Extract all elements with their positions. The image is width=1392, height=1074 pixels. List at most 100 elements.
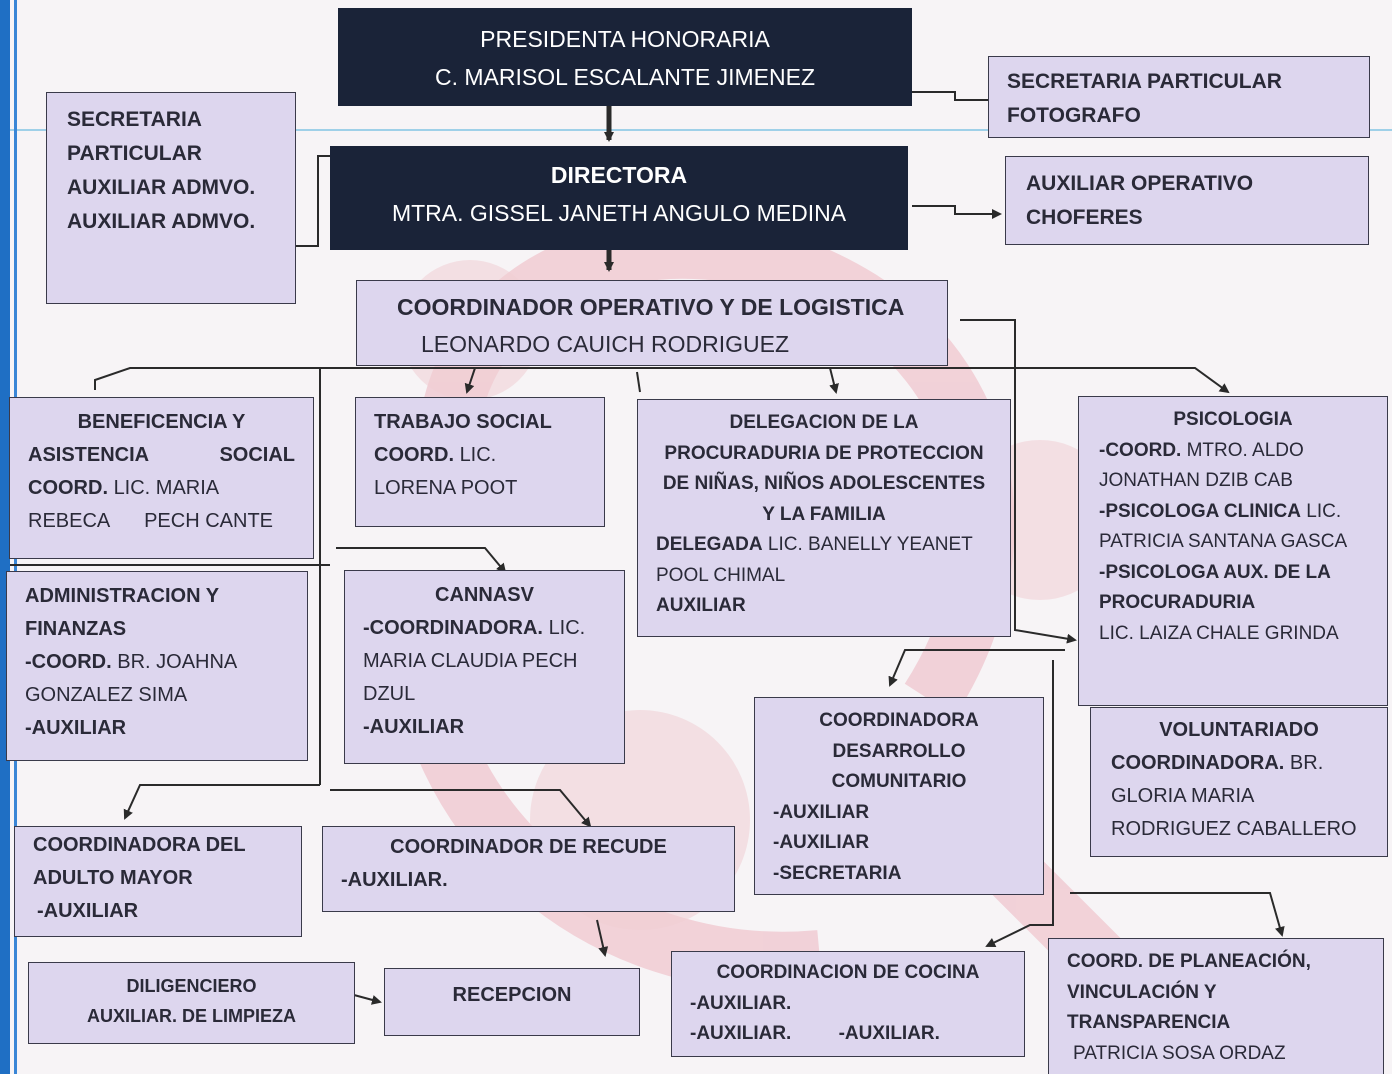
recude-box: COORDINADOR DE RECUDE -AUXILIAR.	[322, 826, 735, 912]
delegacion-procuraduria-box: DELEGACION DE LA PROCURADURIA DE PROTECC…	[637, 399, 1011, 637]
directora-title: DIRECTORA	[550, 162, 688, 188]
coord-label: -COORD.	[1099, 439, 1182, 461]
directora-box: DIRECTORA MTRA. GISSEL JANETH ANGULO MED…	[330, 146, 908, 250]
auxiliar-operativo-box: AUXILIAR OPERATIVO CHOFERES	[1005, 156, 1369, 245]
secretaria-label: SECRETARIA	[67, 108, 202, 131]
cocina-auxiliar-3: -AUXILIAR.	[838, 1023, 940, 1044]
voluntariado-name-2: RODRIGUEZ CABALLERO	[1111, 818, 1357, 840]
administracion-coord: -COORD. BR. JOAHNA	[25, 646, 289, 679]
adulto-mayor-title-1: COORDINADORA DEL	[33, 834, 246, 856]
desarrollo-secretaria: -SECRETARIA	[773, 862, 902, 884]
desarrollo-title-1: COORDINADORA	[819, 710, 979, 731]
planeacion-box: COORD. DE PLANEACIÓN, VINCULACIÓN Y TRAN…	[1048, 938, 1384, 1074]
adulto-mayor-box: COORDINADORA DEL ADULTO MAYOR -AUXILIAR	[14, 826, 302, 937]
particular-label: PARTICULAR	[67, 142, 202, 165]
cannasv-coord-surname: DZUL	[363, 683, 416, 705]
administracion-coord-name: GONZALEZ SIMA	[25, 684, 188, 706]
voluntariado-title: VOLUNTARIADO	[1159, 719, 1319, 741]
auxiliar-operativo-label: AUXILIAR OPERATIVO	[1026, 172, 1254, 195]
coord-rest: BR. JOAHNA	[117, 651, 238, 673]
directora-name: MTRA. GISSEL JANETH ANGULO MEDINA	[391, 200, 847, 226]
coord-name: LIC. MARIA	[113, 477, 220, 499]
voluntariado-box: VOLUNTARIADO COORDINADORA. BR. GLORIA MA…	[1090, 707, 1388, 857]
clinica-label: -PSICOLOGA CLINICA	[1099, 500, 1301, 522]
trabajo-social-box: TRABAJO SOCIAL COORD. LIC. LORENA POOT	[355, 397, 605, 527]
administracion-title-2: FINANZAS	[25, 618, 127, 640]
cannasv-coord-name: MARIA CLAUDIA PECH	[363, 650, 578, 672]
recude-title: COORDINADOR DE RECUDE	[390, 836, 667, 858]
coordinador-operativo-name: LEONARDO CAUICH RODRIGUEZ	[421, 331, 790, 357]
recude-auxiliar: -AUXILIAR.	[341, 869, 448, 891]
beneficencia-box: BENEFICENCIA Y ASISTENCIA SOCIAL COORD. …	[9, 397, 314, 559]
planeacion-title-2: VINCULACIÓN Y	[1067, 981, 1217, 1003]
cannasv-auxiliar: -AUXILIAR	[363, 716, 465, 738]
delegada-name: LIC. BANELLY YEANET	[767, 534, 973, 555]
auxiliar-admvo-1: AUXILIAR ADMVO.	[67, 176, 256, 199]
social-word: SOCIAL	[219, 444, 295, 466]
presidenta-honoraria-box: PRESIDENTA HONORARIA C. MARISOL ESCALANT…	[338, 8, 912, 106]
beneficencia-subtitle: ASISTENCIA SOCIAL	[28, 439, 295, 472]
secretaria-particular-fotografo-box: SECRETARIA PARTICULAR FOTOGRAFO	[988, 56, 1370, 138]
delegacion-title-4: Y LA FAMILIA	[762, 503, 886, 525]
adulto-mayor-title-2: ADULTO MAYOR	[33, 867, 193, 889]
trabajo-social-name: LORENA POOT	[374, 477, 518, 499]
desarrollo-auxiliar-1: -AUXILIAR	[773, 801, 870, 823]
planeacion-title-3: TRANSPARENCIA	[1067, 1012, 1231, 1033]
presidenta-name: C. MARISOL ESCALANTE JIMENEZ	[435, 64, 815, 90]
desarrollo-title-2: DESARROLLO	[832, 740, 966, 762]
psicologa-clinica: -PSICOLOGA CLINICA LIC.	[1099, 497, 1367, 528]
trabajo-social-title: TRABAJO SOCIAL	[374, 411, 552, 433]
delegacion-auxiliar: AUXILIAR	[656, 595, 746, 616]
delegada-line: DELEGADA LIC. BANELLY YEANET	[656, 530, 992, 561]
planeacion-title-1: COORD. DE PLANEACIÓN,	[1067, 951, 1311, 972]
psicologa-aux-label: -PSICOLOGA AUX. DE LA	[1099, 561, 1331, 583]
psicologia-title: PSICOLOGIA	[1173, 409, 1293, 430]
psicologia-coord-name: JONATHAN DZIB CAB	[1099, 470, 1293, 491]
cocina-auxiliar-2: -AUXILIAR.	[690, 1023, 792, 1044]
cocina-auxiliar-row: -AUXILIAR. -AUXILIAR.	[690, 1019, 1006, 1050]
psicologa-clinica-name: PATRICIA SANTANA GASCA	[1099, 531, 1348, 552]
administracion-title-1: ADMINISTRACION Y	[25, 585, 220, 607]
cannasv-title: CANNASV	[435, 584, 534, 606]
cannasv-coord: -COORDINADORA. LIC.	[363, 612, 606, 645]
coord-label: COORD.	[374, 444, 454, 466]
administracion-finanzas-box: ADMINISTRACION Y FINANZAS -COORD. BR. JO…	[6, 571, 308, 761]
coord-label: -COORDINADORA.	[363, 617, 543, 639]
trabajo-social-coord: COORD. LIC.	[374, 439, 586, 472]
beneficencia-coord: COORD. LIC. MARIA	[28, 472, 295, 505]
coord-label: COORDINADORA.	[1111, 752, 1285, 774]
coordinador-operativo-box: COORDINADOR OPERATIVO Y DE LOGISTICA LEO…	[356, 280, 948, 366]
recepcion-box: RECEPCION	[384, 968, 640, 1036]
auxiliar-admvo-2: AUXILIAR ADMVO.	[67, 210, 256, 233]
auxiliar-limpieza: AUXILIAR. DE LIMPIEZA	[86, 1006, 296, 1026]
choferes-label: CHOFERES	[1026, 206, 1143, 229]
coord-rest: BR.	[1289, 752, 1324, 774]
cocina-auxiliar-1: -AUXILIAR.	[690, 992, 792, 1014]
delegacion-title-2: PROCURADURIA DE PROTECCION	[664, 442, 984, 464]
left-border-bar	[0, 0, 10, 1074]
coord-rest: LIC.	[548, 617, 586, 639]
diligenciero-title: DILIGENCIERO	[126, 976, 257, 996]
administracion-auxiliar: -AUXILIAR	[25, 717, 127, 739]
delegacion-title-1: DELEGACION DE LA	[729, 412, 919, 433]
voluntariado-name-1: GLORIA MARIA	[1111, 785, 1255, 807]
diligenciero-box: DILIGENCIERO AUXILIAR. DE LIMPIEZA	[28, 962, 355, 1044]
delegada-surname: POOL CHIMAL	[656, 564, 786, 586]
psicologia-coord: -COORD. MTRO. ALDO	[1099, 436, 1367, 467]
desarrollo-comunitario-box: COORDINADORA DESARROLLO COMUNITARIO -AUX…	[754, 697, 1044, 895]
presidenta-title: PRESIDENTA HONORARIA	[480, 26, 770, 52]
coord-rest: LIC.	[459, 444, 497, 466]
secretaria-auxiliar-box: SECRETARIA PARTICULAR AUXILIAR ADMVO. AU…	[46, 92, 296, 304]
delegada-label: DELEGADA	[656, 534, 763, 555]
pech-cante-word: PECH CANTE	[144, 510, 273, 532]
cocina-title: COORDINACION DE COCINA	[716, 962, 980, 983]
fotografo-label: FOTOGRAFO	[1007, 104, 1141, 127]
clinica-rest: LIC.	[1306, 500, 1342, 522]
coordinador-operativo-title: COORDINADOR OPERATIVO Y DE LOGISTICA	[397, 294, 905, 320]
planeacion-name: PATRICIA SOSA ORDAZ	[1073, 1042, 1286, 1064]
desarrollo-auxiliar-2: -AUXILIAR	[773, 832, 870, 853]
rebeca-word: REBECA	[28, 510, 111, 532]
beneficencia-name: REBECA PECH CANTE	[28, 505, 295, 538]
psicologa-aux-name: LIC. LAIZA CHALE GRINDA	[1099, 622, 1339, 644]
secretaria-particular-label: SECRETARIA PARTICULAR	[1007, 70, 1282, 93]
